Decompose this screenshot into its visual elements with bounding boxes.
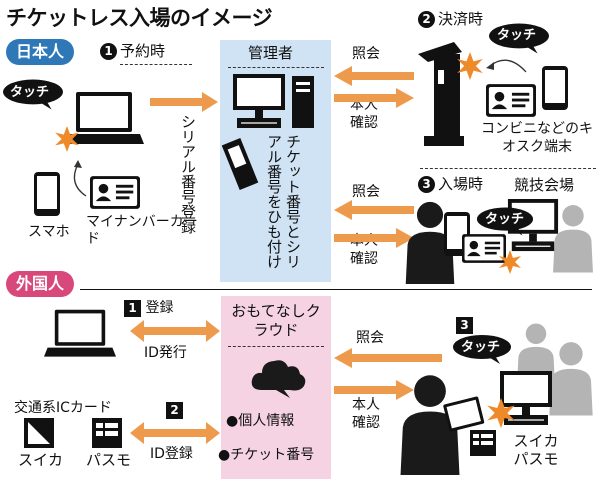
touch-label-kiosk: タッチ [497,28,537,43]
smartphone-icon [34,172,60,216]
mynumber-card-label: マイナンバーカード [86,214,198,247]
kiosk-label: コンビニなどのキオスク端末 [481,121,593,155]
ticket-icon [221,138,259,190]
monitor-icon [230,74,288,130]
smartphone-icon [542,66,568,110]
pasmo-card-icon [470,430,496,456]
id-card-icon [486,84,536,117]
cloud-label: おもてなしクラウド [231,302,321,339]
suica-card-icon [24,418,54,448]
kiosk-icon [418,42,464,146]
admin-link-text: チケット番号とシリアル番号をひも付け [265,134,302,269]
venue-label: 競技会場 [514,176,575,194]
foreign-step2-label: 2 [166,402,183,419]
inquiry-label: 照会 [352,184,380,200]
id-issue-label: ID発行 [144,345,187,361]
section-divider [80,289,592,290]
arrow-icon [334,66,414,86]
touch-label-foreign: タッチ [461,340,501,355]
arrow-icon [334,88,414,108]
arrow-icon [334,200,414,220]
serial-register-text: シリアル番号登録 [179,114,197,234]
pasmo-label: パスモ [86,451,132,469]
id-card-icon [90,176,140,209]
ic-card-label: 交通系ICカード [14,400,112,416]
curve-arrow-icon [486,59,527,73]
bullet-ticket: ●チケット番号 [218,447,315,463]
verify-label: 本人確認 [352,397,380,431]
touch-burst-icon [54,126,80,152]
inquiry-label: 照会 [352,46,380,62]
step-number: 2 [418,11,435,28]
touch-burst-icon [456,52,484,80]
inquiry-label: 照会 [356,330,384,346]
arrow-icon [150,92,218,112]
step-number: 1 [124,300,141,317]
foreign-section-badge: 外国人 [6,271,75,297]
laptop-icon [44,308,116,362]
admin-label: 管理者 [248,44,294,62]
bullet-personal: ●個人情報 [226,413,295,429]
double-arrow-icon [130,422,220,444]
touch-label-venue: タッチ [485,212,525,227]
curve-arrow-icon [73,160,87,197]
step-divider-dashed [420,168,596,169]
tablet-icon [443,396,485,432]
double-arrow-icon [130,320,220,342]
step-number: 2 [166,402,183,419]
arrow-icon [334,380,414,400]
smartphone-label: スマホ [28,224,70,240]
touch-burst-icon [498,250,522,274]
suica-label: スイカ [18,451,64,469]
arrow-icon [334,348,442,368]
pasmo-card-icon [92,418,122,448]
cloud-underline [228,346,324,347]
admin-underline [228,67,324,68]
arrow-icon [334,228,414,248]
suica-pasmo-label: スイカパスモ [513,432,559,468]
cloud-icon [251,360,306,398]
foreign-step3-label: 3 [456,314,473,334]
foreign-step1-label: 1 登録 [124,300,173,317]
domestic-section-badge: 日本人 [6,39,75,65]
page-title: チケットレス入場のイメージ [6,6,273,30]
touch-label-left: タッチ [10,85,50,100]
step1-underline [120,64,192,65]
touch-burst-icon [486,398,516,428]
server-icon [292,76,314,128]
step-number: 3 [456,317,473,334]
id-register-label: ID登録 [150,446,193,462]
step-number: 1 [100,43,117,60]
step-number: 3 [418,176,435,193]
